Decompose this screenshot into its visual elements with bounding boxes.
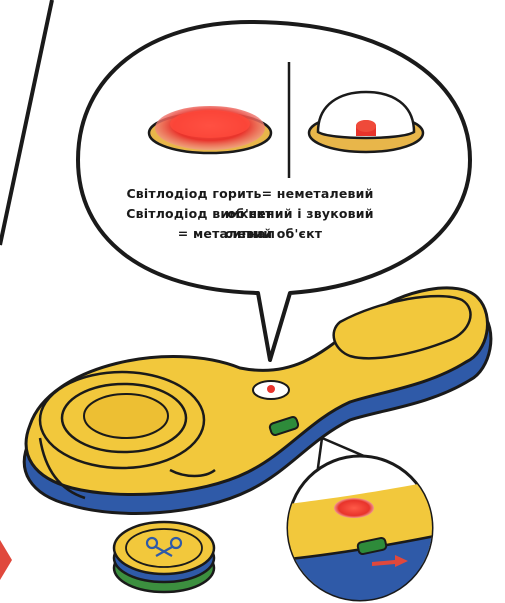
zoom-circle (280, 456, 440, 600)
side-arrow-icon (0, 540, 12, 580)
detector-device (24, 288, 491, 513)
instruction-line-3: = металевий об'єкт (105, 224, 395, 244)
frame-line (0, 0, 52, 245)
coin (114, 522, 214, 592)
